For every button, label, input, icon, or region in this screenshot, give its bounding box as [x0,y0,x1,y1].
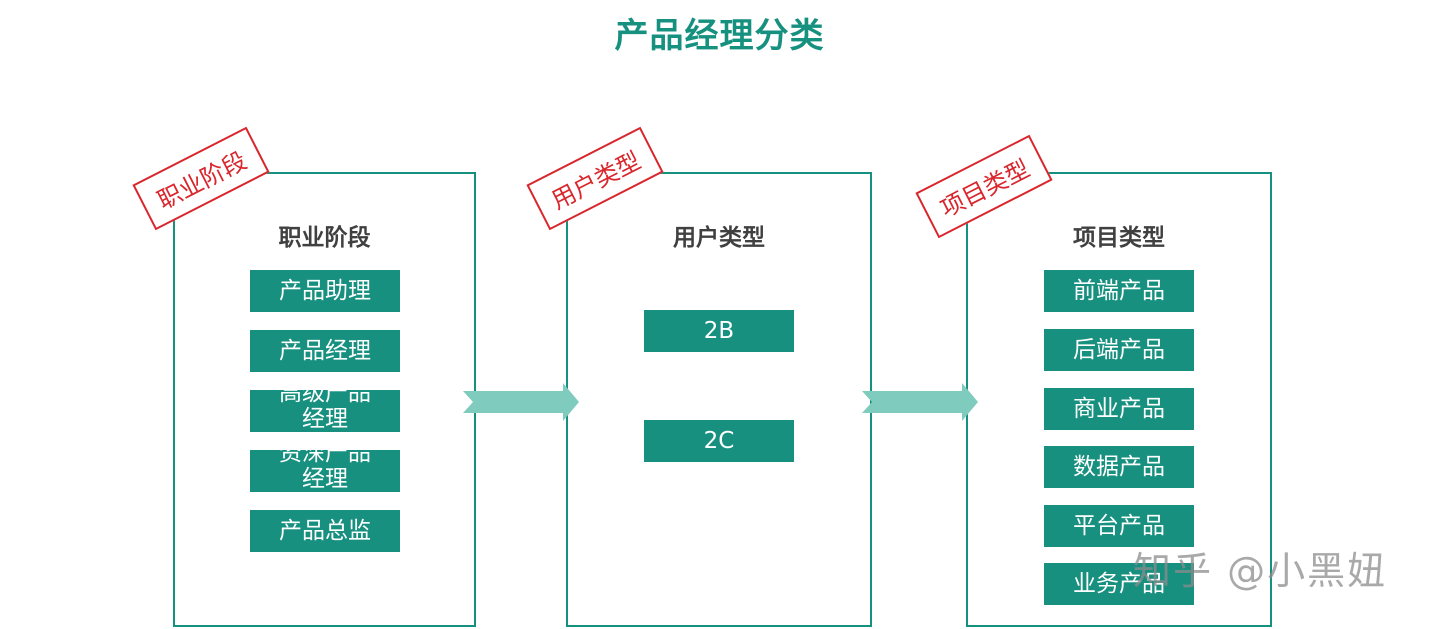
arrow-right-icon [463,383,579,421]
list-item: 高级产品经理 [250,390,400,432]
list-item: 平台产品 [1044,505,1194,547]
arrow-right-icon [862,383,978,421]
panel-heading: 项目类型 [1073,225,1165,251]
list-item: 数据产品 [1044,446,1194,488]
list-item-label: 高级产品经理 [279,390,371,432]
list-item: 产品总监 [250,510,400,552]
list-item: 业务产品 [1044,563,1194,605]
list-item: 商业产品 [1044,388,1194,430]
list-item: 产品助理 [250,270,400,312]
list-item: 前端产品 [1044,270,1194,312]
panel-career-stage: 职业阶段 产品助理 产品经理 高级产品经理 资深产品经理 产品总监 [173,172,476,627]
panel-user-type: 用户类型 2B 2C [566,172,872,627]
page-title: 产品经理分类 [614,16,825,56]
list-item: 产品经理 [250,330,400,372]
list-item: 后端产品 [1044,329,1194,371]
panel-heading: 职业阶段 [278,225,371,251]
panel-project-type: 项目类型 前端产品 后端产品 商业产品 数据产品 平台产品 业务产品 [966,172,1272,627]
list-item: 资深产品经理 [250,450,400,492]
list-item: 2C [644,420,794,462]
list-item-label: 资深产品经理 [279,450,371,492]
watermark: 知乎 @小黑妞 [1133,549,1388,593]
list-item: 2B [644,310,794,352]
panel-heading: 用户类型 [673,225,765,251]
